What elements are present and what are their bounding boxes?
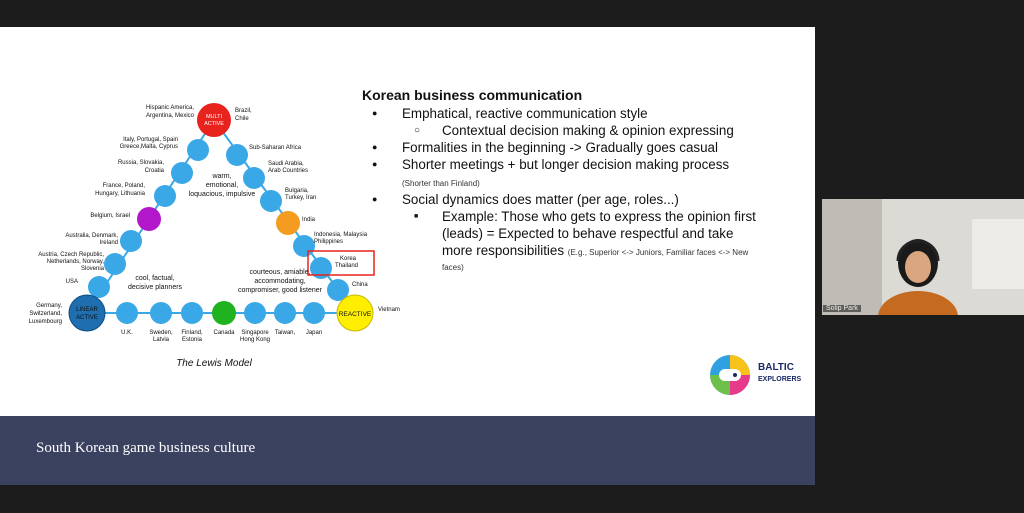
multi-label: MULTI <box>206 114 223 120</box>
slide-content: Korean business communication Emphatical… <box>362 87 802 273</box>
svg-text:Saudi Arabia,Arab Countries: Saudi Arabia,Arab Countries <box>268 161 308 174</box>
node-china <box>327 279 349 301</box>
linear-label: LINEAR <box>76 307 98 313</box>
node-uk <box>116 302 138 324</box>
slide-footer <box>0 416 815 485</box>
bullet-3: Shorter meetings + but longer decision m… <box>362 156 802 173</box>
node-korea <box>310 257 332 279</box>
node-russia <box>171 162 193 184</box>
lewis-caption: The Lewis Model <box>176 358 252 369</box>
node-saudi <box>243 167 265 189</box>
svg-text:Bulgaria,Turkey, Iran: Bulgaria,Turkey, Iran <box>285 188 316 201</box>
node-indonesia <box>293 235 315 257</box>
reactive-node <box>336 294 374 332</box>
node-usa <box>88 276 110 298</box>
example-line-1: Example: Those who gets to express the o… <box>362 208 802 225</box>
sub-bullet-1: Contextual decision making & opinion exp… <box>362 122 802 139</box>
left-edge-nodes <box>88 139 209 298</box>
svg-text:ACTIVE: ACTIVE <box>204 121 224 127</box>
presentation-slide <box>0 27 815 485</box>
svg-text:Austria, Czech Republic,Nether: Austria, Czech Republic,Netherlands, Nor… <box>38 252 104 272</box>
svg-text:Belgium, Israel: Belgium, Israel <box>90 213 130 219</box>
svg-text:Sweden,Latvia: Sweden,Latvia <box>149 330 173 343</box>
slide-title: South Korean game business culture <box>36 440 256 456</box>
node-belgium <box>137 207 161 231</box>
bottom-edge-nodes <box>116 302 325 324</box>
reactive-label: REACTIVE <box>339 311 372 318</box>
participant-name: Solip Park <box>823 305 861 312</box>
bullet-1: Emphatical, reactive communication style <box>362 105 802 122</box>
svg-text:Canada: Canada <box>213 330 235 336</box>
node-japan <box>303 302 325 324</box>
example-line-3: more responsibilities (E.g., Superior <-… <box>442 243 749 258</box>
node-italy <box>187 139 209 161</box>
svg-text:China: China <box>352 282 368 288</box>
baltic-explorers-logo <box>710 355 750 395</box>
svg-text:USA: USA <box>66 279 78 285</box>
note-shorter: (Shorter than Finland) <box>402 179 480 188</box>
linear-active-node <box>68 294 106 332</box>
node-taiwan <box>274 302 296 324</box>
svg-text:courteous, amiable,accommodati: courteous, amiable,accommodating,comprom… <box>238 269 323 294</box>
svg-text:cool, factual,decisive planner: cool, factual,decisive planners <box>128 275 183 291</box>
participant-video-tile[interactable] <box>822 199 1024 315</box>
svg-text:Australia, Denmark,Ireland: Australia, Denmark,Ireland <box>65 233 118 246</box>
svg-text:ACTIVE: ACTIVE <box>76 315 98 321</box>
svg-text:Brazil,Chile: Brazil,Chile <box>235 108 252 122</box>
svg-text:Taiwan,: Taiwan, <box>275 330 296 336</box>
svg-text:warm,emotional,loquacious, imp: warm,emotional,loquacious, impulsive <box>189 173 256 198</box>
node-sweden <box>150 302 172 324</box>
svg-text:Finland,Estonia: Finland,Estonia <box>181 330 203 343</box>
node-austria <box>104 253 126 275</box>
svg-text:U.K.: U.K. <box>121 330 133 336</box>
example-line-2: (leads) = Expected to behave respectful … <box>442 226 734 241</box>
slide-heading: Korean business communication <box>362 87 583 103</box>
svg-text:Sub-Saharan Africa: Sub-Saharan Africa <box>249 145 302 151</box>
korea-highlight-box <box>307 250 375 276</box>
svg-text:Vietnam: Vietnam <box>378 307 400 313</box>
node-australia <box>120 230 142 252</box>
bullet-4: Social dynamics does matter (per age, ro… <box>362 191 802 208</box>
node-canada <box>212 301 236 325</box>
svg-text:Japan: Japan <box>306 330 322 336</box>
node-finland <box>181 302 203 324</box>
participant-video <box>822 199 1024 315</box>
node-bulgaria <box>260 190 282 212</box>
right-edge-nodes <box>226 144 349 301</box>
svg-text:Russia, Slovakia,Croatia: Russia, Slovakia,Croatia <box>118 160 165 174</box>
svg-text:France, Poland,Hungary, Lithua: France, Poland,Hungary, Lithuania <box>95 183 146 197</box>
svg-text:India: India <box>302 217 316 223</box>
lewis-model-diagram: MULTI ACTIVE LINEAR ACTIVE REACTIVE Hisp… <box>29 103 400 369</box>
logo-text: BALTIC EXPLORERS <box>758 362 802 383</box>
example-line-4: faces) <box>442 263 464 272</box>
node-india <box>276 211 300 235</box>
node-sub-saharan <box>226 144 248 166</box>
node-singapore <box>244 302 266 324</box>
svg-text:Hispanic America,Argentina, Me: Hispanic America,Argentina, Mexico <box>146 105 195 119</box>
svg-text:Germany,Switzerland,Luxembourg: Germany,Switzerland,Luxembourg <box>29 303 63 325</box>
node-france <box>154 185 176 207</box>
multi-active-node <box>197 103 231 137</box>
bullet-2: Formalities in the beginning -> Graduall… <box>362 139 802 156</box>
